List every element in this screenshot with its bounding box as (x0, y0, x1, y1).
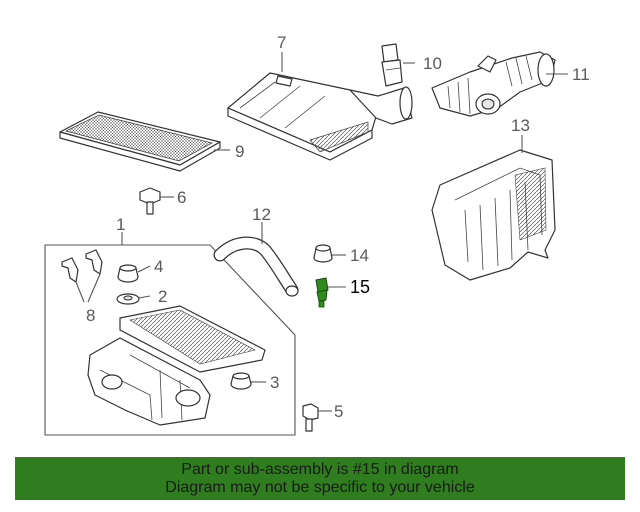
air-cleaner-upper-cover[interactable] (227, 72, 413, 161)
washer-part-2[interactable] (116, 293, 140, 305)
intake-duct[interactable] (431, 51, 556, 117)
grommet-part-14[interactable] (313, 244, 333, 263)
callout-4: 4 (154, 257, 163, 276)
callout-6: 6 (177, 188, 186, 207)
bracket-cover-13[interactable] (431, 149, 556, 281)
callout-10: 10 (423, 54, 442, 73)
callout-11: 11 (572, 65, 590, 84)
sensor-part-10[interactable] (381, 43, 403, 87)
leader-lines (75, 52, 568, 412)
callout-7: 7 (277, 33, 286, 52)
assembly-1-frame (44, 232, 296, 436)
clips-part-8[interactable] (61, 249, 103, 283)
stud-part-5[interactable] (302, 403, 319, 432)
callout-9: 9 (235, 142, 244, 161)
banner-line-2: Diagram may not be specific to your vehi… (165, 479, 475, 496)
air-filter-element[interactable] (59, 111, 221, 172)
callout-2: 2 (158, 287, 167, 306)
callout-5: 5 (334, 402, 343, 421)
grommet-part-4[interactable] (117, 264, 139, 283)
callout-8: 8 (86, 306, 95, 325)
info-banner: Part or sub-assembly is #15 in diagram D… (15, 457, 625, 500)
callout-12: 12 (252, 205, 271, 224)
callout-15: 15 (350, 277, 370, 297)
highlighted-part-15[interactable] (315, 277, 329, 308)
air-cleaner-lower-housing[interactable] (87, 305, 266, 426)
callout-3: 3 (270, 373, 279, 392)
parts-diagram: 7 10 11 13 9 6 1 12 14 15 4 2 8 3 5 (44, 33, 590, 436)
bolt-part-6[interactable] (139, 187, 161, 215)
banner-line-1: Part or sub-assembly is #15 in diagram (181, 461, 459, 478)
grommet-part-3[interactable] (230, 372, 252, 390)
callout-1: 1 (116, 215, 125, 234)
callout-13: 13 (511, 116, 530, 135)
callout-14: 14 (350, 246, 369, 265)
hose-part-12[interactable] (213, 236, 299, 297)
